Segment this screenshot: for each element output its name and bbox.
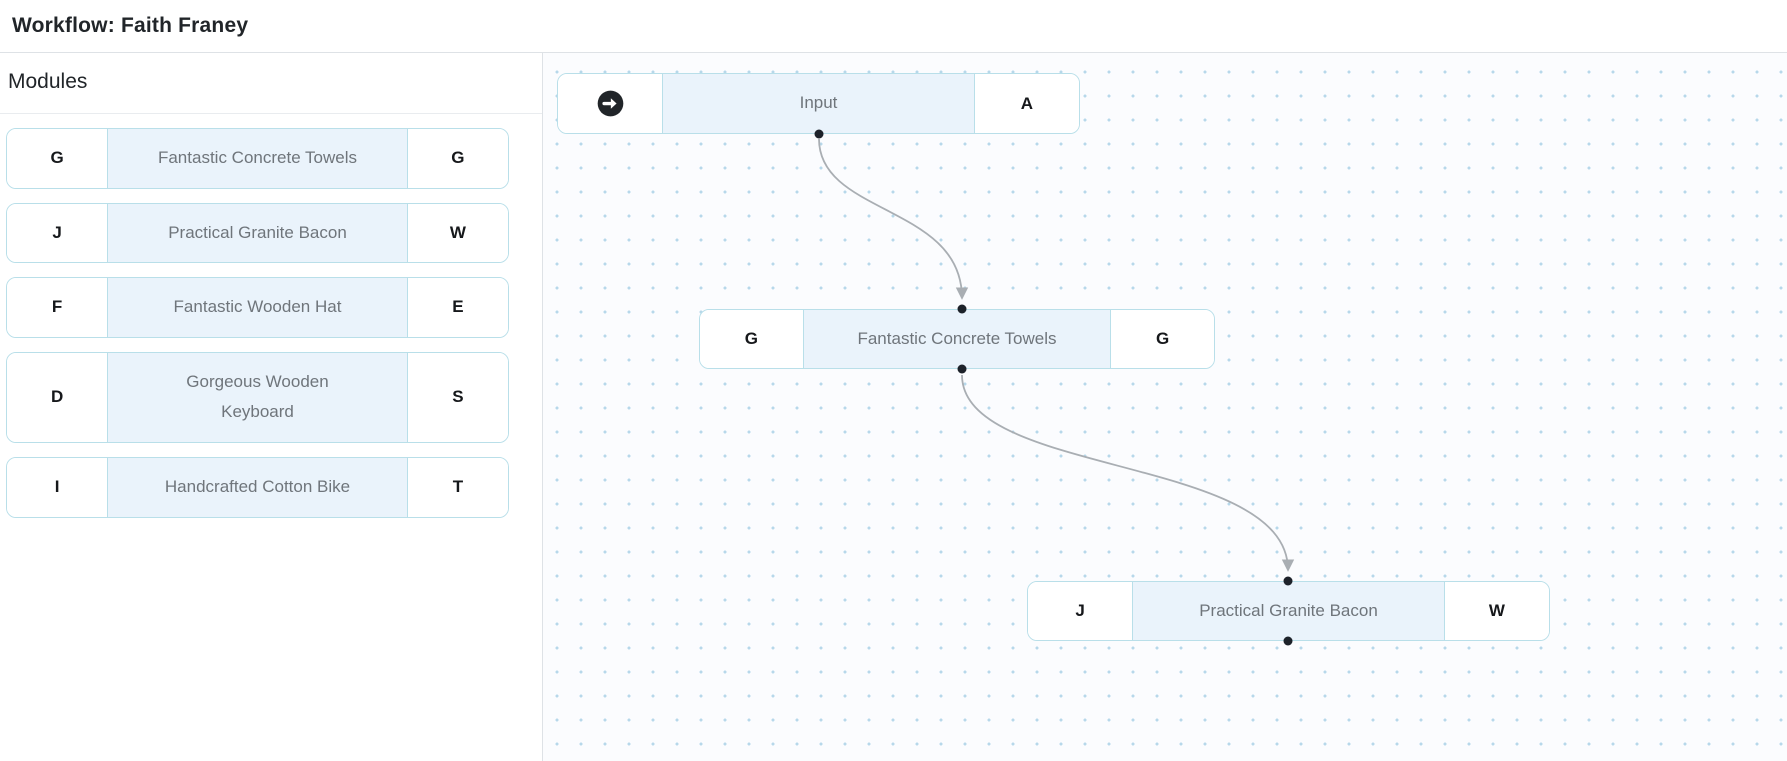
module-right-badge: E [407, 278, 508, 337]
canvas-node-practical-granite-bacon[interactable]: J Practical Granite Bacon W [1027, 581, 1550, 641]
canvas-node-input[interactable]: Input A [557, 73, 1080, 134]
modules-sidebar: Modules G Fantastic Concrete Towels G J … [0, 53, 543, 761]
module-item-handcrafted-cotton-bike[interactable]: I Handcrafted Cotton Bike T [6, 456, 509, 518]
module-left-badge: G [7, 129, 108, 188]
node-right-badge: A [974, 74, 1079, 133]
canvas-node-fantastic-concrete-towels[interactable]: G Fantastic Concrete Towels G [699, 309, 1215, 369]
module-list: G Fantastic Concrete Towels G J Practica… [0, 114, 542, 518]
module-item-fantastic-concrete-towels[interactable]: G Fantastic Concrete Towels G [6, 128, 509, 189]
node-label: Fantastic Concrete Towels [802, 310, 1112, 368]
module-right-badge: T [407, 457, 508, 517]
edge-input-to-fct [818, 138, 969, 300]
module-left-badge: F [7, 278, 108, 337]
module-label: Gorgeous Wooden Keyboard [107, 352, 408, 442]
workflow-canvas[interactable]: Input A G Fantastic Concrete Towels G J … [543, 53, 1787, 761]
node-right-badge: W [1444, 582, 1549, 640]
module-left-badge: J [7, 203, 108, 263]
module-left-badge: D [7, 352, 108, 442]
module-right-badge: G [407, 129, 508, 188]
workflow-header: Workflow: Faith Franey [0, 0, 1787, 53]
node-left-badge: J [1028, 582, 1133, 640]
module-item-fantastic-wooden-hat[interactable]: F Fantastic Wooden Hat E [6, 277, 509, 338]
edge-fct-to-pgb [961, 374, 1295, 572]
module-label: Practical Granite Bacon [107, 203, 408, 263]
node-icon-cell [558, 74, 663, 133]
main-area: Modules G Fantastic Concrete Towels G J … [0, 53, 1787, 761]
module-label: Fantastic Concrete Towels [107, 129, 408, 188]
module-label: Handcrafted Cotton Bike [107, 457, 408, 517]
node-label: Practical Granite Bacon [1132, 582, 1445, 640]
modules-heading: Modules [0, 53, 542, 114]
module-item-practical-granite-bacon[interactable]: J Practical Granite Bacon W [6, 202, 509, 264]
module-item-gorgeous-wooden-keyboard[interactable]: D Gorgeous Wooden Keyboard S [6, 351, 509, 443]
edge-layer [814, 129, 1295, 646]
module-right-badge: W [407, 203, 508, 263]
module-left-badge: I [7, 457, 108, 517]
module-right-badge: S [407, 352, 508, 442]
module-label: Fantastic Wooden Hat [107, 278, 408, 337]
node-label: Input [662, 74, 975, 133]
page-title: Workflow: Faith Franey [12, 14, 249, 37]
arrow-right-circle-icon [597, 90, 623, 117]
node-right-badge: G [1111, 310, 1214, 368]
node-left-badge: G [700, 310, 803, 368]
